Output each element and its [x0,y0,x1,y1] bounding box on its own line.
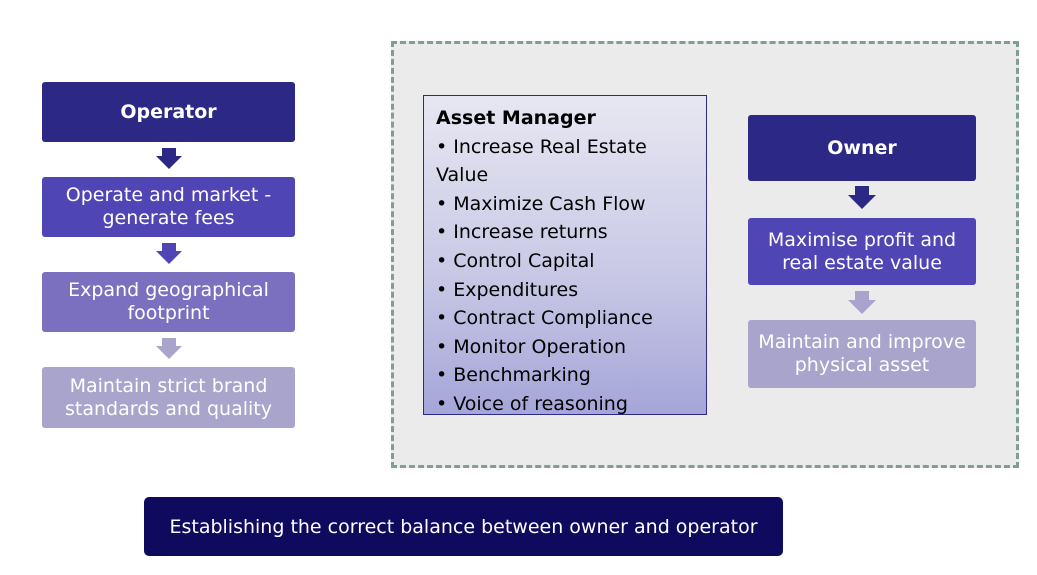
list-item: Maximize Cash Flow [436,190,696,219]
asset-manager-list: Increase Real Estate Value Maximize Cash… [436,133,696,419]
asset-manager-title: Asset Manager [436,107,596,129]
owner-step-1: Maximise profit and real estate value [748,218,976,285]
list-item: Increase Real Estate Value [436,133,696,190]
owner-title: Owner [827,136,897,159]
balance-banner-text: Establishing the correct balance between… [169,515,758,538]
list-item: Benchmarking [436,361,696,390]
operator-step-1: Operate and market - generate fees [42,177,295,237]
operator-step-3-label: Maintain strict brand standards and qual… [65,374,272,420]
list-item: Monitor Operation [436,333,696,362]
operator-step-3: Maintain strict brand standards and qual… [42,367,295,428]
operator-title-box: Operator [42,82,295,142]
asset-manager-box: Asset Manager Increase Real Estate Value… [423,95,707,415]
list-item: Control Capital [436,247,696,276]
owner-title-box: Owner [748,115,976,181]
owner-step-1-label: Maximise profit and real estate value [767,228,957,274]
operator-step-1-label: Operate and market - generate fees [65,184,272,229]
owner-step-2: Maintain and improve physical asset [748,320,976,388]
list-item: Increase returns [436,218,696,247]
owner-step-2-label: Maintain and improve physical asset [758,331,966,376]
operator-step-2: Expand geographical footprint [42,272,295,332]
balance-banner: Establishing the correct balance between… [144,497,783,556]
list-item: Voice of reasoning [436,390,696,419]
operator-title: Operator [120,100,217,123]
list-item: Contract Compliance [436,304,696,333]
operator-step-2-label: Expand geographical footprint [68,279,269,324]
list-item: Expenditures [436,276,696,305]
